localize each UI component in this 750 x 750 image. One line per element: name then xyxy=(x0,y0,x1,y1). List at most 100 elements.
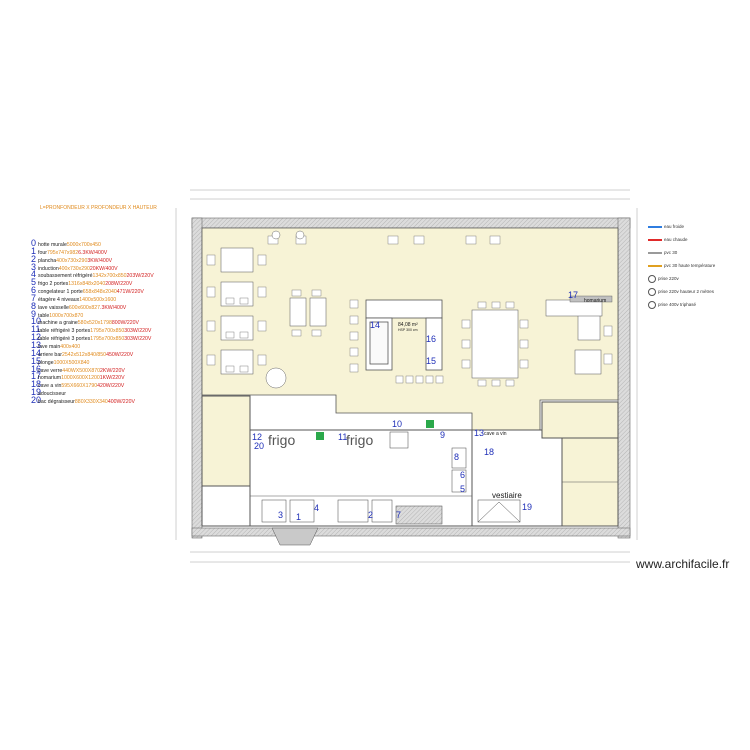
legend-number: 7 xyxy=(31,292,37,303)
legend-dimensions: 1795x700x850 xyxy=(90,328,125,335)
legend-number: 9 xyxy=(31,308,37,319)
key-row: eau chaude xyxy=(648,233,748,246)
key-row: pvc 30 xyxy=(648,246,748,259)
key-row: prise 220v xyxy=(648,272,748,285)
legend-dimensions: 1000X500X840 xyxy=(53,359,90,366)
main-area-sub: HSP 300 cm xyxy=(398,328,418,332)
frigo-label-a: frigo xyxy=(268,432,296,448)
legend-number: 17 xyxy=(31,371,42,382)
legend-number: 15 xyxy=(31,355,42,366)
legend-name: congelateur 1 porte xyxy=(38,289,83,296)
legend-dimensions: 440WX500X870 xyxy=(62,367,101,374)
dimension-lines xyxy=(175,189,638,563)
legend-power: 800W/220V xyxy=(111,320,139,327)
legend-dimensions: 580x520x1798 xyxy=(77,320,112,327)
legend-name: plonge xyxy=(38,359,54,366)
legend-number: 4 xyxy=(31,269,37,280)
legend-number: 5 xyxy=(31,277,37,288)
key-label: prise 220v xyxy=(658,276,679,281)
marker-9: 9 xyxy=(440,430,446,440)
legend-power: 420W/220V xyxy=(97,383,125,390)
socket-icon xyxy=(648,287,656,296)
pipe-line-icon xyxy=(648,238,662,241)
marker-15: 15 xyxy=(426,356,437,366)
legend-number: 11 xyxy=(31,324,41,335)
key-label: pvc 30 xyxy=(664,250,678,255)
brand-watermark: www.archifacile.fr xyxy=(636,557,730,571)
legend-dimensions: 400x730x290 xyxy=(56,257,88,264)
vestiaire-lockers xyxy=(477,499,521,523)
legend-name: étagère 4 niveaux xyxy=(38,296,80,303)
legend-dimensions: 1795x700x850 xyxy=(90,336,125,343)
key-label: prise 400v triphasé xyxy=(658,302,697,307)
vestiaire-label: vestiaire xyxy=(492,491,522,500)
legend-number: 14 xyxy=(31,347,42,358)
legend-name: four xyxy=(38,249,47,256)
legend-dimensions: 400x400 xyxy=(60,343,81,350)
legend-power: 303W/220V xyxy=(124,328,152,335)
legend-dimensions: 1316x848x2040 xyxy=(68,281,106,288)
legend-number: 8 xyxy=(31,300,37,311)
legend-name: homarium xyxy=(38,375,62,382)
legend-name: lave vaisselle xyxy=(38,304,69,311)
marker-1: 1 xyxy=(296,512,302,522)
legend-dimensions: 5000x700x450 xyxy=(66,242,101,248)
cave-vin-label: cave a vin xyxy=(484,431,507,437)
legend-number: 10 xyxy=(31,316,42,327)
legend-name: frigo 2 portes xyxy=(38,281,69,288)
legend-number: 19 xyxy=(31,387,42,398)
legend-name: cave verre xyxy=(38,367,63,374)
legend-power: 203W/220V xyxy=(126,273,154,280)
pipe-line-icon xyxy=(648,264,662,267)
marker-11: 11 xyxy=(338,432,348,442)
round-tables xyxy=(265,230,305,389)
marker-16: 16 xyxy=(426,334,437,344)
legend-dimensions: 600x600x827 xyxy=(68,304,101,311)
legend-power: 6.3KW/400V xyxy=(78,249,108,256)
marker-8: 8 xyxy=(454,452,460,462)
key-row: prise 220v hauteur 2 mètres xyxy=(648,285,748,298)
marker-19: 19 xyxy=(522,502,533,512)
legend-power: 303W/220V xyxy=(124,336,152,343)
legend-name: plancha xyxy=(38,257,57,264)
legend-number: 20 xyxy=(31,394,42,405)
marker-2: 2 xyxy=(368,510,374,520)
storage-room-left xyxy=(201,395,251,487)
homarium-unit xyxy=(569,295,613,303)
legend-number: 2 xyxy=(31,253,37,264)
legend-number: 1 xyxy=(31,245,37,256)
key-label: pvc 30 haute température xyxy=(664,263,716,268)
key-label: eau chaude xyxy=(664,237,688,242)
exit-signs xyxy=(316,420,434,440)
tables xyxy=(220,247,603,379)
kitchen-equipment xyxy=(261,431,467,525)
legend-number: 13 xyxy=(31,339,42,350)
legend-name: hotte murale xyxy=(38,242,67,248)
legend-name: table réfrigéré 3 portes xyxy=(38,328,91,335)
legend-power: 450W/220V xyxy=(106,351,134,358)
pipe-line-icon xyxy=(648,225,662,228)
legend-number: 6 xyxy=(31,285,37,296)
marker-7: 7 xyxy=(396,510,402,520)
legend-number: 0 xyxy=(31,238,37,248)
legend-number: 3 xyxy=(31,261,37,272)
legend-power: 2KW/220V xyxy=(100,367,125,374)
legend-power: 3KW/400V xyxy=(87,257,113,264)
main-area-label: 84,08 m² xyxy=(398,322,418,328)
legend-dimensions: 595X660X1790 xyxy=(61,383,98,390)
marker-18: 18 xyxy=(484,447,495,457)
